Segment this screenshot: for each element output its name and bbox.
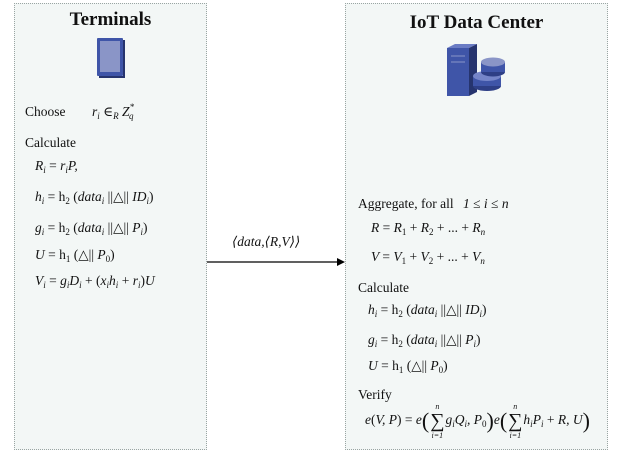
- dc-eq-hi: hi = h2 (datai ||△|| IDi): [368, 302, 487, 319]
- terminals-calculate-label: Calculate: [25, 135, 76, 150]
- choose-expression: ri ∈R Z*q: [92, 102, 135, 121]
- data-center-title: IoT Data Center: [409, 12, 544, 33]
- eq-U: U = h1 (△|| P0): [35, 247, 115, 264]
- aggregate-label: Aggregate, for all 1 ≤ i ≤ n: [358, 196, 509, 211]
- database-server-icon: [447, 44, 505, 96]
- data-center-calculate-label: Calculate: [358, 280, 409, 295]
- dc-eq-gi: gi = h2 (datai ||△|| Pi): [368, 332, 481, 349]
- dc-eq-U: U = h1 (△|| P0): [368, 358, 448, 375]
- eq-Ri: Ri = riP,: [35, 158, 78, 175]
- transmission-arrow: [207, 258, 345, 266]
- choose-label: Choose: [25, 104, 66, 119]
- eq-gi: gi = h2 (datai ||△|| Pi): [35, 220, 148, 237]
- eq-R-sum: R = R1 + R2 + ... + Rn: [371, 220, 486, 237]
- eq-hi: hi = h2 (datai ||△|| IDi): [35, 189, 154, 206]
- verify-label: Verify: [358, 387, 392, 402]
- terminal-device-icon: [97, 38, 125, 78]
- transmitted-message-label: ⟨data,⟨R,V⟩⟩: [232, 234, 301, 249]
- terminals-title: Terminals: [69, 9, 152, 30]
- eq-Vi: Vi = giDi + (xihi + ri)U: [35, 273, 155, 290]
- eq-V-sum: V = V1 + V2 + ... + Vn: [371, 249, 485, 266]
